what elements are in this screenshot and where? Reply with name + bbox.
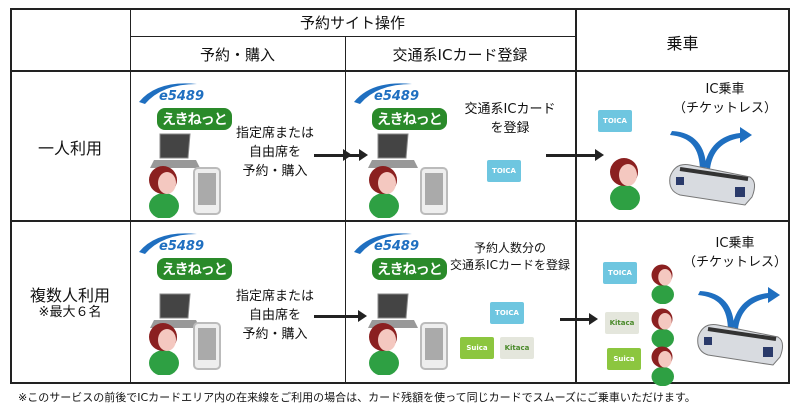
table-border: [788, 8, 790, 384]
laptop-icon: [150, 133, 200, 168]
ekinet-logo: えきねっと: [157, 258, 232, 280]
arrow-right: [330, 149, 368, 161]
header-ic-register: 交通系ICカード登録: [392, 46, 528, 64]
header-boarding: 乗車: [666, 34, 699, 53]
person-icon: [651, 346, 674, 386]
row-label-multi-note: ※最大６名: [38, 305, 102, 320]
svg-text:e5489: e5489: [159, 239, 204, 254]
ticket-gate-icon: [669, 127, 756, 206]
table-border: [10, 382, 790, 384]
e5489-logo: e5489: [354, 233, 419, 254]
reserve-instruction: 指定席または: [235, 289, 314, 304]
person-icon: [651, 308, 674, 348]
ekinet-logo: えきねっと: [157, 108, 232, 130]
person-icon: [651, 264, 674, 304]
person-icon: [369, 323, 399, 375]
person-icon: [610, 158, 640, 210]
svg-text:e5489: e5489: [374, 89, 419, 104]
row-label-multi: 複数人利用: [29, 286, 110, 305]
boarding-label: （チケットレス）: [672, 101, 777, 116]
person-icon: [369, 166, 399, 218]
reserve-instruction: 指定席または: [235, 126, 314, 141]
table-line: [10, 70, 790, 72]
row-label-single: 一人利用: [37, 139, 102, 158]
arrow-right: [560, 313, 598, 325]
person-icon: [149, 166, 179, 218]
table-border: [10, 8, 790, 10]
arrow-right: [314, 310, 367, 322]
register-instruction: 交通系ICカード: [464, 102, 556, 117]
kitaca-card: Kitaca: [605, 312, 639, 334]
e5489-logo: e5489: [139, 83, 204, 104]
ekinet-logo: えきねっと: [372, 108, 447, 130]
table-line: [10, 220, 790, 222]
e5489-logo: e5489: [139, 233, 204, 254]
footnote: ※このサービスの前後でICカードエリア内の在来線をご利用の場合は、カード残額を使…: [18, 391, 696, 404]
reserve-instruction: 予約・購入: [242, 327, 308, 342]
ekinet-logo: えきねっと: [372, 258, 447, 280]
toica-card: TOICA: [487, 160, 521, 182]
smartphone-icon: [420, 167, 448, 215]
suica-card: Suica: [607, 348, 641, 370]
svg-text:e5489: e5489: [374, 239, 419, 254]
kitaca-card: Kitaca: [500, 337, 534, 359]
e5489-logo: e5489: [354, 83, 419, 104]
table-line: [130, 8, 131, 384]
header-reserve: 予約・購入: [199, 46, 275, 64]
svg-text:e5489: e5489: [159, 89, 204, 104]
table-border: [10, 8, 12, 384]
laptop-icon: [368, 133, 418, 168]
ticket-gate-icon: [697, 287, 784, 366]
smartphone-icon: [420, 322, 448, 370]
smartphone-icon: [193, 167, 221, 215]
register-instruction: 交通系ICカードを登録: [450, 258, 570, 272]
smartphone-icon: [193, 322, 221, 370]
header-site-ops: 予約サイト操作: [299, 14, 405, 32]
boarding-label: IC乗車: [705, 82, 745, 97]
boarding-label: （チケットレス）: [682, 255, 787, 270]
toica-card: TOICA: [598, 110, 632, 132]
reserve-instruction: 自由席を: [248, 145, 301, 160]
register-instruction: を登録: [490, 121, 530, 136]
person-icon: [149, 323, 179, 375]
toica-card: TOICA: [490, 302, 524, 324]
table-line: [345, 36, 346, 384]
table-line: [130, 36, 575, 37]
table-line: [575, 8, 577, 384]
register-instruction: 予約人数分の: [473, 241, 546, 255]
boarding-label: IC乗車: [715, 236, 755, 251]
suica-card: Suica: [460, 337, 494, 359]
toica-card: TOICA: [603, 262, 637, 284]
reserve-instruction: 予約・購入: [242, 164, 308, 179]
reserve-instruction: 自由席を: [248, 308, 301, 323]
arrow-right: [546, 149, 604, 161]
